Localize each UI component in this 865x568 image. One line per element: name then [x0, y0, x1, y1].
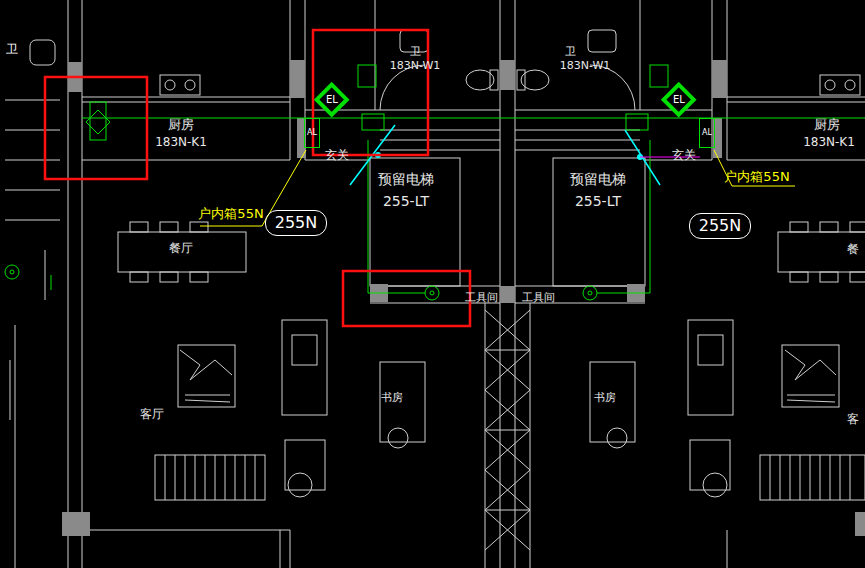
node-text: AL	[307, 128, 317, 137]
room-label: 183N-K1	[803, 136, 855, 149]
elevator-shaft: 预留电梯 255-LT	[558, 162, 638, 218]
node-text: EL	[326, 94, 338, 106]
room-label: 183N-K1	[155, 136, 207, 149]
node-text: AL	[702, 128, 712, 137]
room-label: 玄关	[325, 149, 349, 162]
room-label: 书房	[381, 392, 403, 404]
room-label: 卫	[410, 46, 421, 58]
al-box: AL	[304, 118, 320, 148]
room-label: 客厅	[140, 408, 164, 421]
node-text: EL	[673, 94, 685, 106]
node-text: 255-LT	[383, 193, 429, 209]
room-label: 餐	[847, 243, 859, 256]
room-label: 书房	[594, 392, 616, 404]
node-text: 预留电梯	[570, 171, 626, 187]
room-label: 卫	[6, 43, 18, 56]
room-label: 户内箱55N	[198, 207, 263, 221]
area-tag: 255N	[265, 210, 327, 236]
room-label: 玄关	[672, 149, 696, 162]
node-text: 255N	[275, 214, 318, 232]
room-label: 183N-W1	[390, 60, 441, 72]
room-label: 工具间	[522, 292, 555, 304]
room-label: 183N-W1	[560, 60, 611, 72]
node-text: 预留电梯	[378, 171, 434, 187]
node-text: 255N	[699, 217, 742, 235]
room-label: 餐厅	[169, 242, 193, 255]
el-panel-diamond: EL	[316, 84, 347, 115]
node-text: 255-LT	[575, 193, 621, 209]
room-label: 厨房	[814, 118, 840, 132]
al-box: AL	[699, 118, 715, 148]
room-label: 工具间	[465, 292, 498, 304]
room-label: 厨房	[168, 118, 194, 132]
area-tag: 255N	[689, 213, 751, 239]
room-label: 客	[847, 413, 859, 426]
room-label: 卫	[565, 46, 576, 58]
elevator-shaft: 预留电梯 255-LT	[366, 162, 446, 218]
el-panel-diamond: EL	[663, 84, 694, 115]
room-label: 户内箱55N	[724, 170, 789, 184]
